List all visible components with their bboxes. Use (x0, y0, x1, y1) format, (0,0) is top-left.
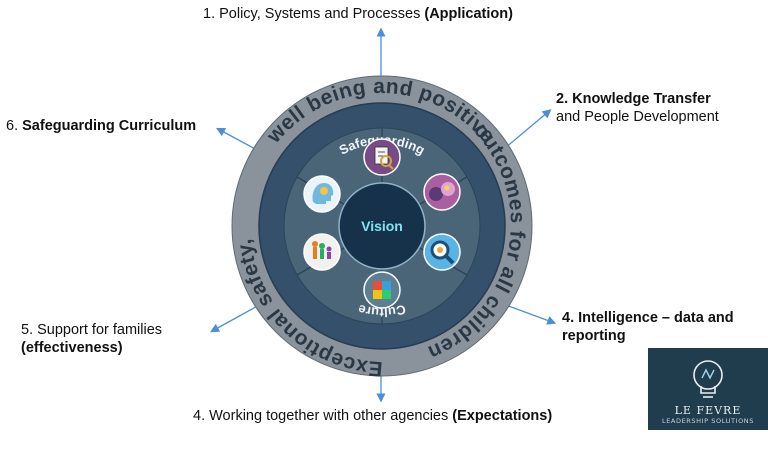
label-support-families-text: 5. Support for families (21, 322, 163, 338)
knowledge-transfer-icon (423, 173, 461, 211)
lightbulb-icon (693, 360, 723, 398)
policy-document-icon (363, 138, 401, 176)
label-intelligence-bold-2: reporting (562, 328, 626, 344)
inner-label-bottom-path: Culture (357, 302, 408, 320)
label-knowledge-transfer-bold: 2. Knowledge Transfer (556, 91, 711, 107)
label-knowledge-transfer: 2. Knowledge Transfer and People Develop… (556, 90, 719, 126)
inner-label-bottom: Culture (357, 302, 408, 320)
vision-label: Vision (361, 218, 403, 234)
families-icon (303, 233, 341, 271)
le-fevre-logo: LE FEVRE LEADERSHIP SOLUTIONS (648, 348, 768, 430)
curriculum-head-icon (303, 175, 341, 213)
label-safeguarding-curriculum-bold: Safeguarding Curriculum (22, 118, 197, 134)
label-working-together-text: 4. Working together with other agencies (193, 408, 453, 424)
label-intelligence-bold-1: 4. Intelligence – data and (562, 310, 734, 326)
intelligence-magnifier-icon (423, 233, 461, 271)
label-working-together-bold: (Expectations) (452, 408, 553, 424)
label-support-families: 5. Support for families (effectiveness) (21, 321, 162, 357)
label-support-families-bold: (effectiveness) (21, 340, 123, 356)
logo-subtitle: LEADERSHIP SOLUTIONS (661, 417, 754, 425)
label-safeguarding-curriculum: 6. Safeguarding Curriculum (6, 117, 196, 135)
label-policy-systems: 1. Policy, Systems and Processes (Applic… (203, 5, 513, 23)
agencies-puzzle-icon (363, 271, 401, 309)
label-working-together: 4. Working together with other agencies … (193, 407, 552, 425)
label-policy-systems-text: 1. Policy, Systems and Processes (203, 6, 425, 22)
label-knowledge-transfer-text: and People Development (556, 109, 719, 125)
outer-ring-inner-edge (231, 75, 533, 377)
logo-name: LE FEVRE (674, 404, 742, 417)
label-safeguarding-curriculum-text: 6. (6, 118, 23, 134)
label-intelligence: 4. Intelligence – data and reporting (562, 309, 734, 345)
label-policy-systems-bold: (Application) (424, 6, 513, 22)
vision-circle (338, 182, 426, 270)
